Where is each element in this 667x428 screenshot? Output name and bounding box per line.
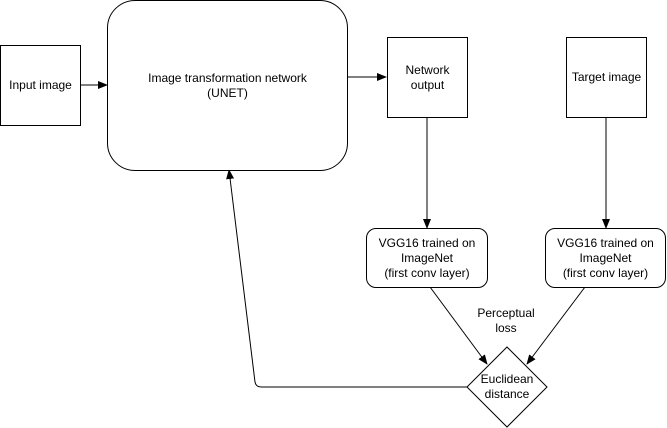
- vgg-left-label: VGG16 trained on ImageNet (first conv la…: [378, 235, 476, 280]
- vgg-left-node: VGG16 trained on ImageNet (first conv la…: [366, 228, 488, 288]
- euclidean-distance-label: Euclidean distance: [480, 372, 534, 401]
- input-image-label: Input image: [9, 78, 72, 92]
- perceptual-loss-label: Perceptual loss: [477, 306, 535, 335]
- euclidean-distance-diamond: [466, 346, 548, 428]
- network-output-label: Network output: [405, 62, 450, 92]
- network-output-node: Network output: [387, 37, 468, 118]
- input-image-node: Input image: [0, 45, 81, 126]
- vgg-right-label: VGG16 trained on ImageNet (first conv la…: [557, 235, 654, 280]
- edge-distance-to-network-feedback: [226, 169, 467, 388]
- transformation-network-node: Image transformation network (UNET): [107, 0, 348, 171]
- target-image-label: Target image: [571, 70, 642, 84]
- edge-vgg-right-to-distance: [526, 286, 586, 365]
- transformation-network-label: Image transformation network (UNET): [148, 70, 307, 100]
- vgg-right-node: VGG16 trained on ImageNet (first conv la…: [545, 228, 666, 288]
- edge-vgg-left-to-distance: [429, 286, 488, 365]
- target-image-node: Target image: [566, 37, 647, 118]
